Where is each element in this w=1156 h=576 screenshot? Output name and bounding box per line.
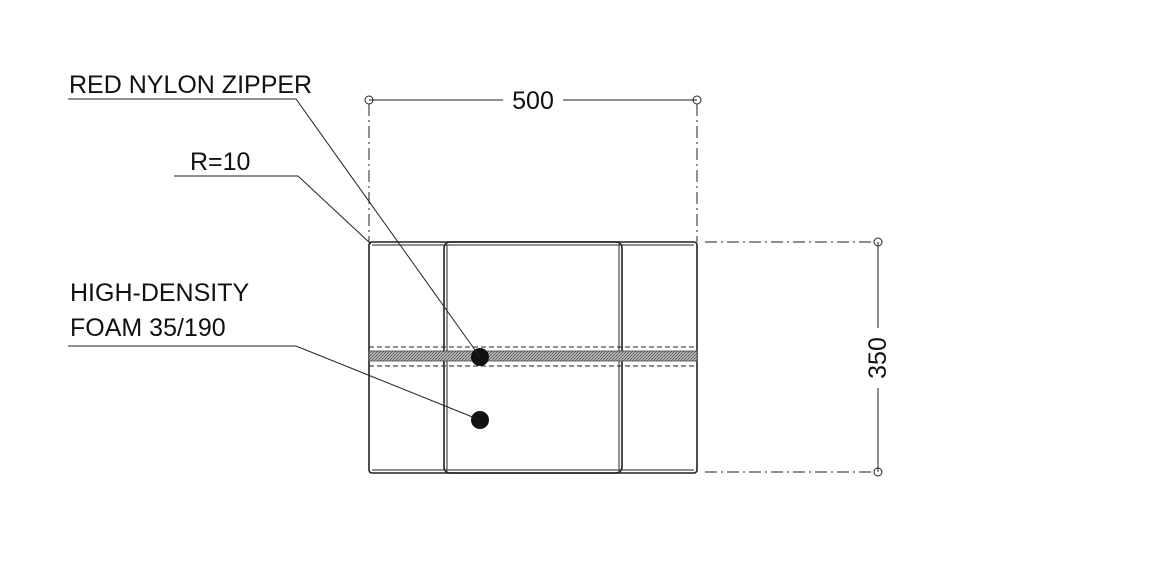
height-terminator-bottom	[873, 467, 883, 477]
radius-leader-line	[174, 175, 372, 245]
height-terminator-top	[873, 237, 883, 247]
width-terminator-right	[692, 95, 702, 105]
foam-label-line1: HIGH-DENSITY	[70, 279, 250, 307]
height-dimension-value: 350	[864, 337, 892, 379]
zipper-band	[368, 350, 698, 362]
radius-label: R=10	[190, 148, 250, 176]
zipper-leader-line	[68, 98, 481, 358]
zipper-label: RED NYLON ZIPPER	[69, 71, 312, 99]
width-dimension-value: 500	[512, 87, 554, 115]
foam-label-line2: FOAM 35/190	[70, 314, 226, 342]
foam-leader-line	[68, 345, 481, 421]
width-terminator-left	[364, 95, 374, 105]
